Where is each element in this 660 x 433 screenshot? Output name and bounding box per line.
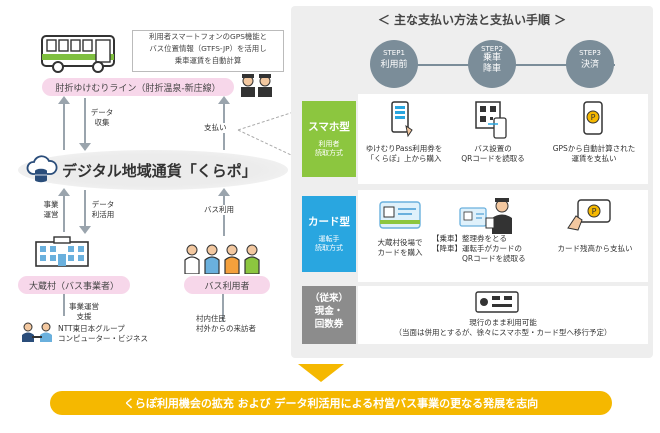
route-line-label: 肘折ゆけむりライン（肘折温泉-新庄線）	[42, 78, 234, 96]
connector-line	[63, 294, 65, 316]
village-label: 大蔵村（バス事業者）	[18, 276, 130, 294]
step-1: STEP1 利用前	[370, 40, 418, 88]
bus-users-label: バス利用者	[184, 276, 270, 294]
card-type-label: カード型 運転手 読取方式	[302, 196, 356, 272]
bus-users-icon	[182, 240, 262, 278]
card-step3-text: カード残高から支払い	[557, 244, 633, 253]
support-label: 事業運営 支援	[69, 302, 99, 321]
data-use-label: データ 利活用	[91, 200, 115, 219]
connector-line	[63, 190, 65, 232]
arrow-down-icon	[79, 226, 91, 234]
down-arrow-icon	[298, 364, 344, 382]
smartphone-pass-icon	[386, 100, 416, 144]
cash-text: 現行のまま利用可能 （当面は併用とするが、徐々にスマホ型・カード型へ移行予定）	[394, 318, 612, 337]
connector-line	[63, 98, 65, 150]
arrow-up-icon	[218, 96, 230, 104]
card-step2-text: 【乗車】整理券をとる 【降車】運転手がカードの QRコードを読取る	[432, 234, 526, 263]
village-office-icon	[30, 236, 94, 272]
smartphone-step3-text: GPSから自動計算された 運賃を支払い	[552, 144, 636, 163]
bus-note: 利用者スマートフォンのGPS機能と バス位置情報（GTFS-JP）を活用し 乗車…	[132, 30, 284, 72]
smartphone-step2-text: バス設置の QRコードを読取る	[461, 144, 525, 163]
bus-use-label: バス利用	[204, 205, 234, 215]
card-step1-text: 大蔵村役場で カードを購入	[377, 238, 423, 257]
driver-scan-icon	[458, 196, 518, 238]
operation-label: 事業 運営	[43, 200, 59, 219]
kurapo-card-icon	[378, 200, 422, 234]
svg-text:P: P	[591, 113, 596, 122]
cloud-database-icon	[26, 153, 58, 189]
connector-line	[84, 98, 86, 150]
qr-scan-icon	[472, 100, 512, 144]
card-balance-payment-icon: P	[566, 198, 614, 236]
currency-title: デジタル地域通貨「くらポ」	[62, 162, 257, 180]
consultant-icon	[20, 320, 54, 348]
residents-label: 村内住民 村外からの来訪者	[196, 314, 256, 333]
step-2: STEP2 乗車 降車	[468, 40, 516, 88]
step-3: STEP3 決済	[566, 40, 614, 88]
vision-banner: くらぽ利用機会の拡充 および データ利活用による村営バス事業の更なる発展を志向	[50, 391, 612, 415]
bus-driver-icon	[238, 72, 276, 102]
bus-icon	[40, 34, 116, 78]
connector-line	[84, 190, 86, 232]
currency-node	[18, 150, 288, 190]
ntt-label: NTT東日本グループ コンピューター・ビジネス	[58, 324, 148, 343]
arrow-up-icon	[218, 188, 230, 196]
smartphone-step1-text: ゆけむりPass利用券を 「くらぽ」上から購入	[365, 144, 443, 163]
payment-label: 支払い	[204, 123, 227, 133]
panel-title: ＜ 主な支払い方法と支払い手順 ＞	[377, 13, 567, 27]
phone-payment-icon: P	[578, 100, 608, 144]
connector-line	[222, 294, 224, 322]
arrow-up-icon	[58, 96, 70, 104]
fare-box-icon	[474, 290, 520, 318]
arrow-up-icon	[58, 188, 70, 196]
smartphone-type-label: スマホ型 利用者 読取方式	[302, 101, 356, 177]
arrow-down-icon	[79, 143, 91, 151]
data-collect-label: データ 収集	[90, 108, 114, 127]
cash-type-label: （従来） 現金・ 回数券	[302, 286, 356, 344]
svg-text:P: P	[592, 207, 597, 216]
